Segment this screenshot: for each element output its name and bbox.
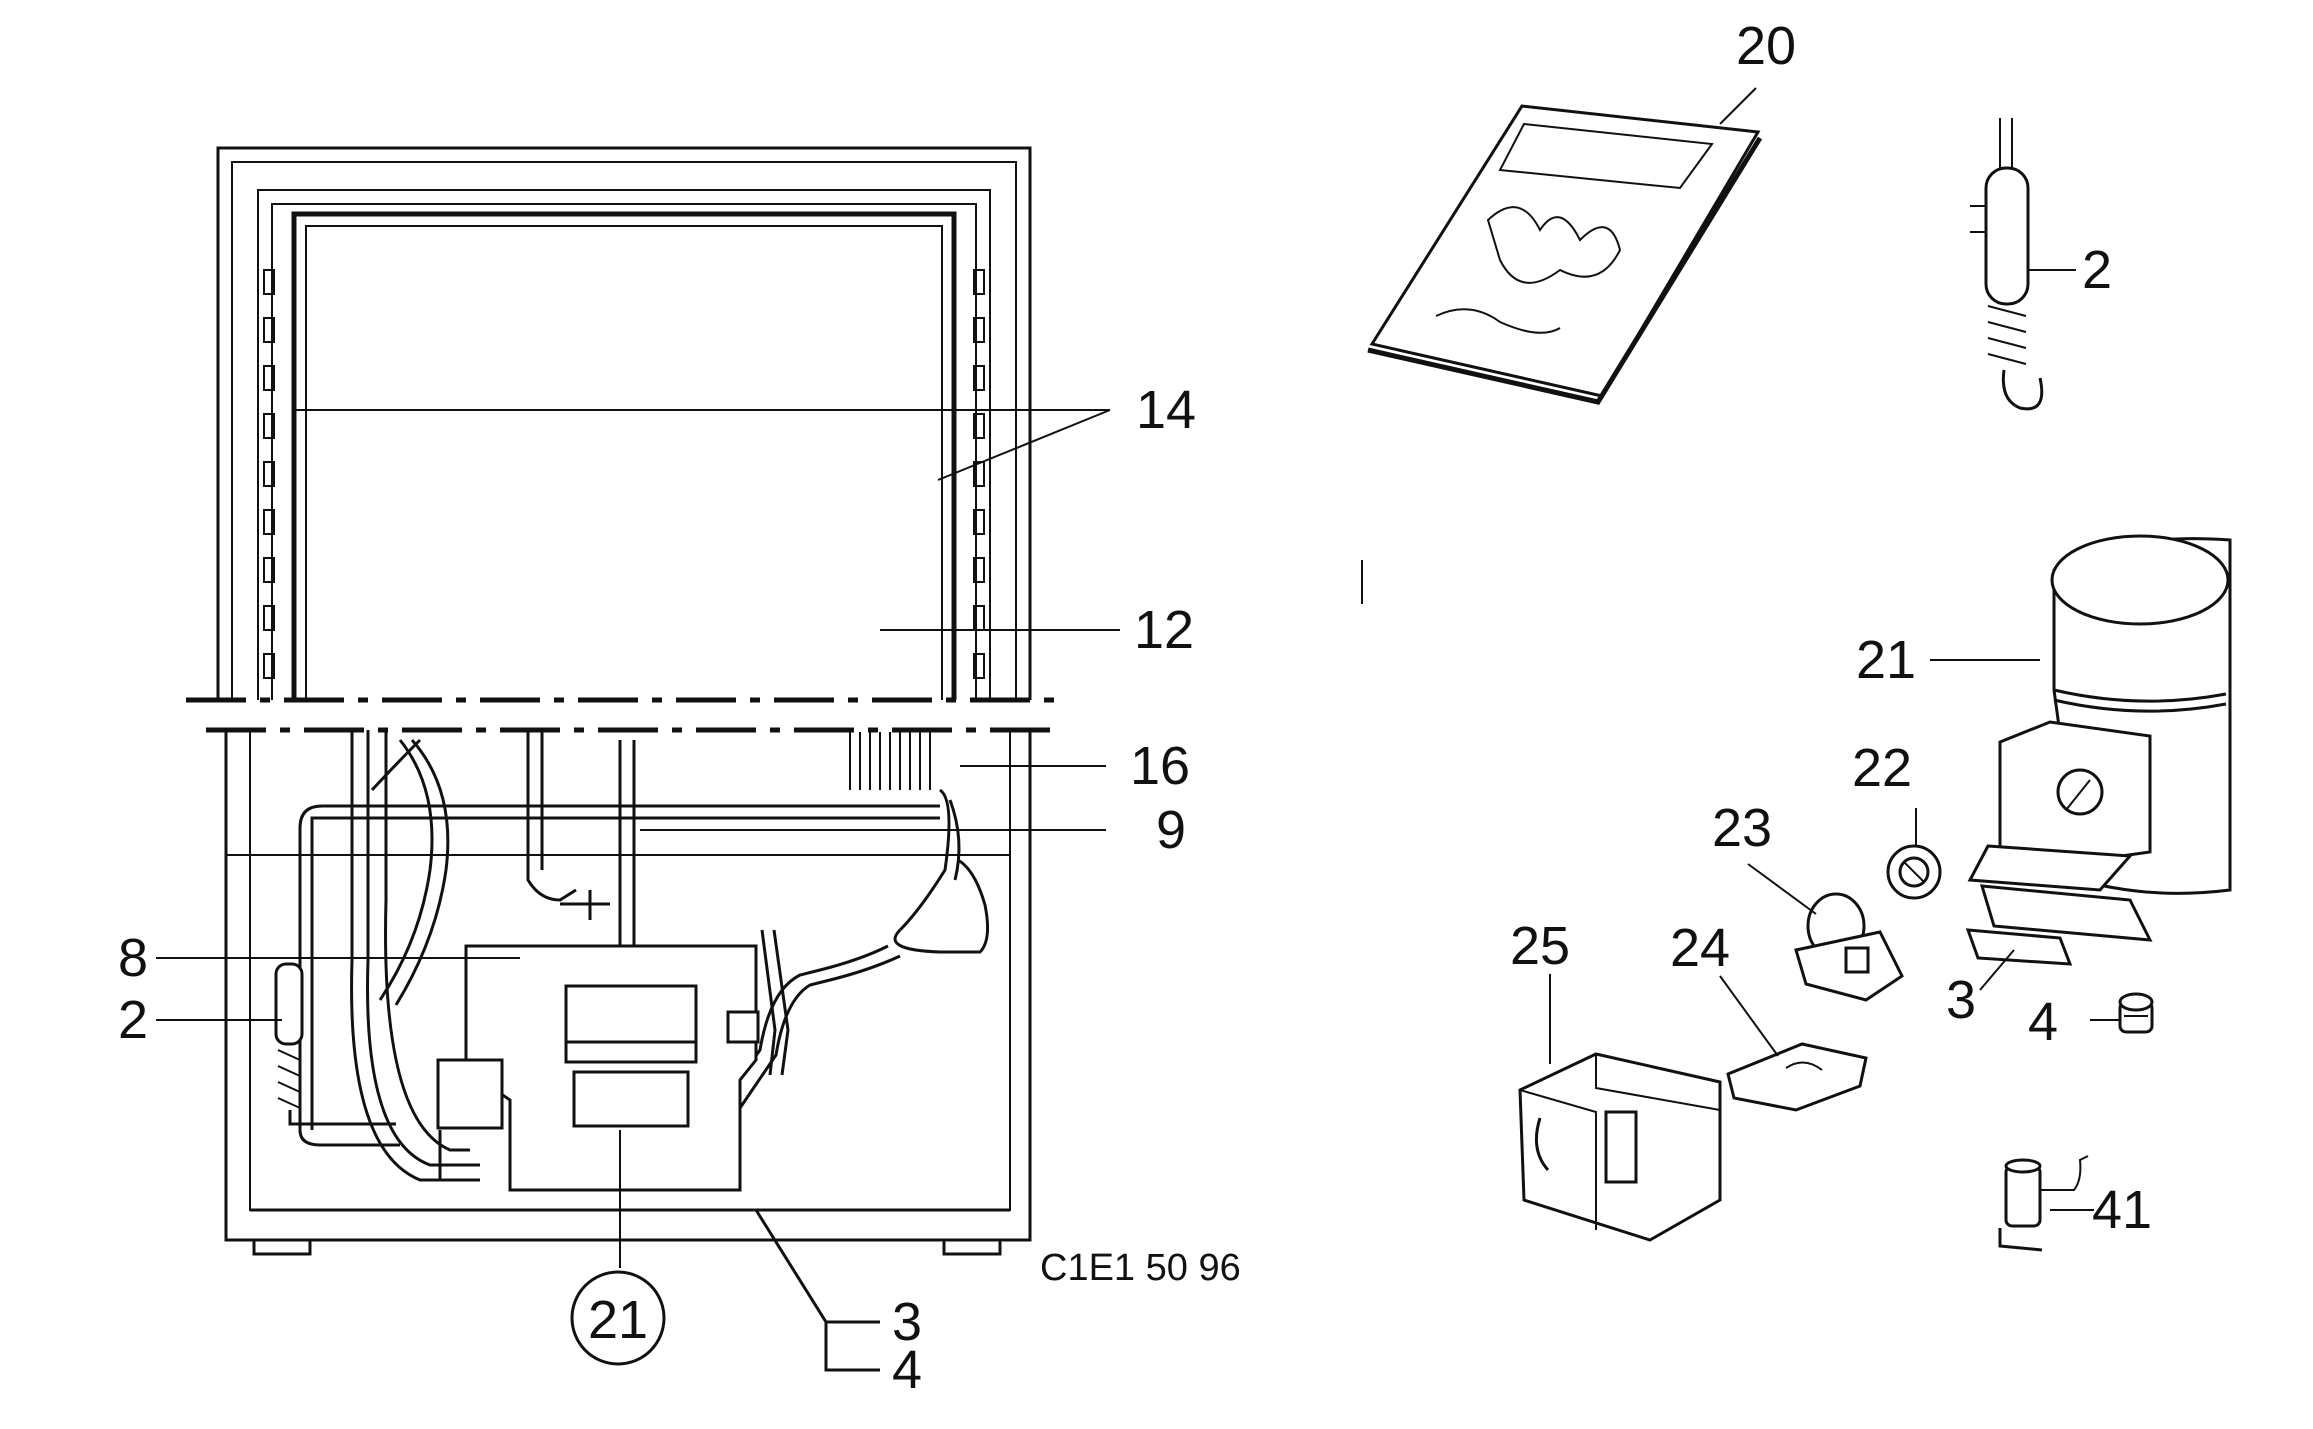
break-lines xyxy=(186,697,1060,733)
thermostat-sensor-part xyxy=(1970,118,2044,411)
capacitor-part xyxy=(1998,1155,2089,1252)
part-label-24: 24 xyxy=(1670,918,1730,978)
condenser-fins xyxy=(849,732,931,790)
callout-2: 2 xyxy=(118,990,148,1050)
part-label-21: 21 xyxy=(1856,630,1916,690)
part-label-3: 3 xyxy=(1946,970,1976,1030)
callout-labels: 14 12 16 9 8 2 21 3 4 C1E1 50 96 20 2 21… xyxy=(118,16,2152,1400)
part-label-2: 2 xyxy=(2082,240,2112,300)
cabinet-lower xyxy=(224,730,1032,1256)
instruction-manual-part xyxy=(1367,104,1763,405)
part-label-22: 22 xyxy=(1852,738,1912,798)
separate-parts xyxy=(1361,87,2232,1252)
part-label-23: 23 xyxy=(1712,798,1772,858)
parts-leaders xyxy=(1549,87,2120,1211)
part-label-41: 41 xyxy=(2092,1180,2152,1240)
callout-21: 21 xyxy=(588,1290,648,1350)
callout-14: 14 xyxy=(1136,380,1196,440)
relay-part xyxy=(1794,892,1904,1002)
fridge-assembly xyxy=(156,146,1120,1372)
callout-9: 9 xyxy=(1156,800,1186,860)
relay-cover-part xyxy=(1886,844,1942,900)
part-label-25: 25 xyxy=(1510,916,1570,976)
grommet-part xyxy=(2118,992,2154,1034)
clip-part xyxy=(1965,928,2073,966)
callout-21-circle xyxy=(570,1270,666,1366)
relay-housing-part xyxy=(1518,1052,1722,1242)
figure-code: C1E1 50 96 xyxy=(1040,1247,1241,1289)
callout-16: 16 xyxy=(1130,736,1190,796)
thermostat-sensor-left xyxy=(274,962,396,1126)
evaporator-coil-left xyxy=(263,269,275,679)
compressor-part xyxy=(1967,534,2232,942)
callout-3: 3 xyxy=(892,1292,922,1352)
part-label-4: 4 xyxy=(2028,992,2058,1052)
relay-cover-plate-part xyxy=(1726,1042,1868,1112)
callout-12: 12 xyxy=(1134,600,1194,660)
cabinet-upper xyxy=(216,146,1032,700)
evaporator-coil-right xyxy=(973,269,985,679)
callout-4: 4 xyxy=(892,1340,922,1400)
assembly-leaders xyxy=(156,409,1120,1372)
callout-8: 8 xyxy=(118,928,148,988)
part-label-20: 20 xyxy=(1736,16,1796,76)
refrigerant-piping xyxy=(274,730,990,1182)
compressor-front xyxy=(436,944,760,1192)
